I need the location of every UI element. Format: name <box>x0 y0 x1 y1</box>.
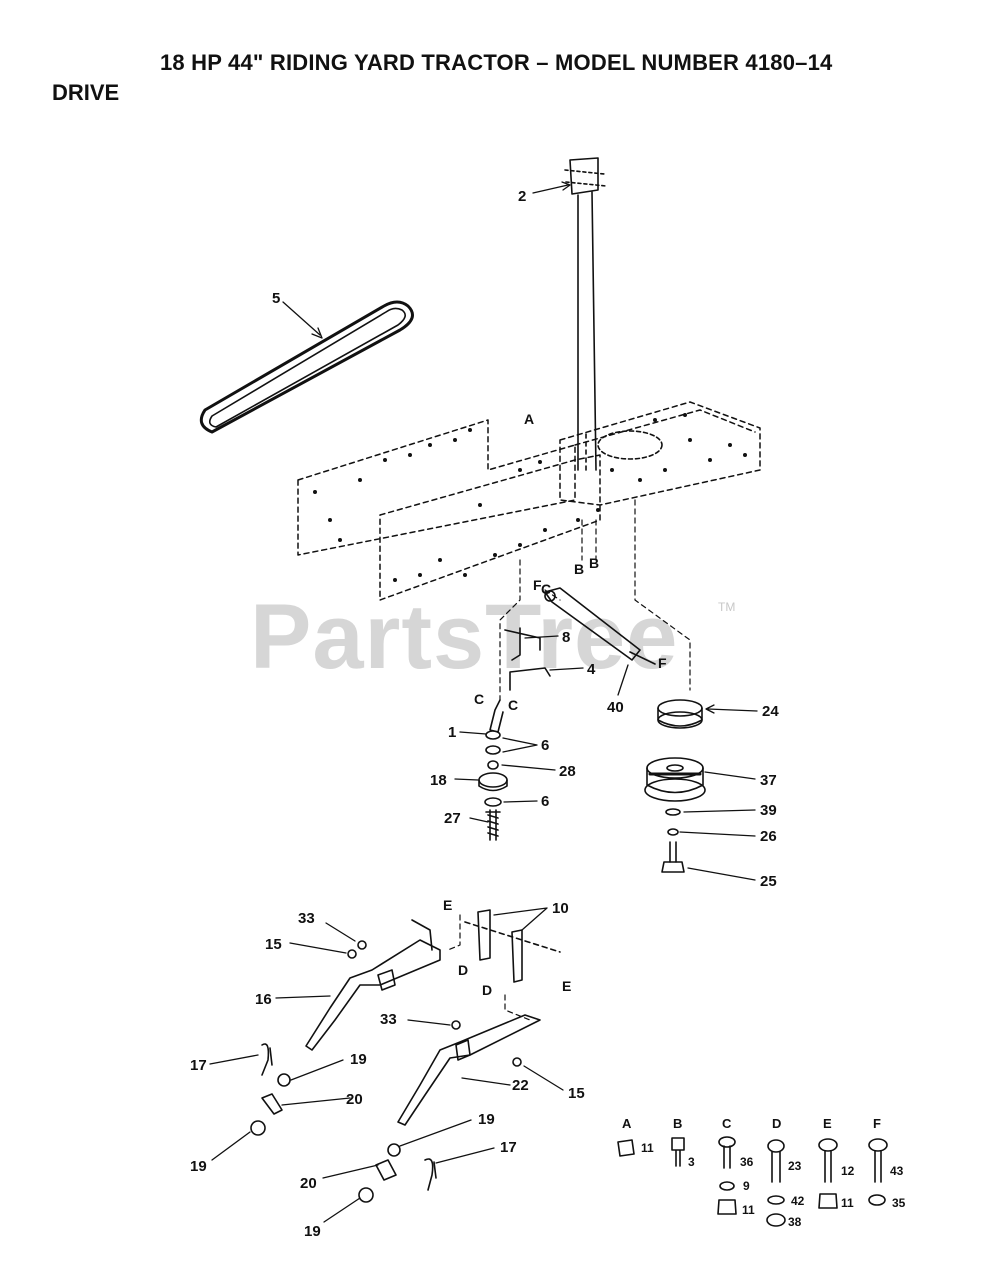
legend-f-part-2: 35 <box>892 1196 906 1210</box>
legend-letter-b: B <box>673 1116 682 1131</box>
callout-37: 37 <box>760 772 777 789</box>
ref-letter-b1: B <box>574 561 584 577</box>
ref-letter-e2: E <box>562 978 571 994</box>
callout-17b: 17 <box>500 1139 517 1156</box>
legend-a-part-1: 11 <box>641 1141 654 1155</box>
assembly-guide-lines <box>447 499 691 1021</box>
callout-33b: 33 <box>380 1011 397 1028</box>
callout-26: 26 <box>760 828 777 845</box>
callout-39: 39 <box>760 802 777 819</box>
leader-lines <box>209 181 758 1223</box>
callout-19b: 19 <box>478 1111 495 1128</box>
callout-28: 28 <box>559 763 576 780</box>
callout-20a: 20 <box>346 1091 363 1108</box>
callout-18: 18 <box>430 772 447 789</box>
ref-letter-a: A <box>524 411 534 427</box>
callout-15b: 15 <box>568 1085 585 1102</box>
spacer-washer-stack[interactable] <box>661 808 685 873</box>
ref-letter-c3: C <box>508 697 518 713</box>
ref-letter-e1: E <box>443 897 452 913</box>
clutch-pedal-22[interactable] <box>397 1014 541 1126</box>
ref-letter-f2: F <box>658 655 667 671</box>
legend-d-part-1: 23 <box>788 1159 802 1173</box>
callout-22: 22 <box>512 1077 529 1094</box>
legend-letter-a: A <box>622 1116 632 1131</box>
callout-1: 1 <box>448 724 456 741</box>
hardware-legend-icons <box>617 1136 888 1227</box>
bracket-4[interactable] <box>509 667 551 691</box>
callout-19c: 19 <box>190 1158 207 1175</box>
callout-15a: 15 <box>265 936 282 953</box>
idler-pulley-stack[interactable] <box>478 730 508 841</box>
callout-27: 27 <box>444 810 461 827</box>
hardware-legend: A 11 B 3 C 36 9 11 D 23 42 38 E 12 11 F … <box>622 1116 906 1229</box>
legend-c-part-3: 11 <box>742 1203 755 1217</box>
legend-c-part-2: 9 <box>743 1179 750 1193</box>
frame-holes <box>313 413 747 582</box>
callout-16: 16 <box>255 991 272 1008</box>
callout-25: 25 <box>760 873 777 890</box>
brace-10[interactable] <box>464 909 561 983</box>
legend-letter-e: E <box>823 1116 832 1131</box>
callout-6a: 6 <box>541 737 549 754</box>
frame-opening <box>597 430 663 460</box>
ref-letter-c2: C <box>474 691 484 707</box>
ref-letter-b2: B <box>589 555 599 571</box>
callout-19d: 19 <box>304 1223 321 1240</box>
tractor-frame <box>297 401 761 601</box>
callout-6b: 6 <box>541 793 549 810</box>
bracket-8[interactable] <box>504 627 541 661</box>
legend-e-part-2: 11 <box>841 1196 854 1210</box>
watermark-trademark: TM <box>718 600 736 614</box>
ref-letter-c1: C <box>541 581 551 597</box>
legend-e-part-1: 12 <box>841 1164 855 1178</box>
legend-f-part-1: 43 <box>890 1164 904 1178</box>
ref-letter-d2: D <box>482 982 492 998</box>
watermark-logo: PartsTree <box>250 586 679 688</box>
callout-4: 4 <box>587 661 596 678</box>
legend-d-part-2: 42 <box>791 1194 805 1208</box>
callout-17a: 17 <box>190 1057 207 1074</box>
small-hardware[interactable] <box>250 940 522 1203</box>
section-title: DRIVE <box>52 80 120 105</box>
clutch-pulley-37[interactable] <box>644 757 706 802</box>
engine-pulley-24[interactable] <box>657 699 703 729</box>
callout-labels: 2 5 8 4 40 24 1 6 28 18 6 27 37 39 26 25… <box>190 188 779 1240</box>
callout-24: 24 <box>762 703 779 720</box>
callout-2: 2 <box>518 188 526 205</box>
reference-letters: A B B F C C C F E E D D <box>443 411 667 998</box>
legend-letter-c: C <box>722 1116 732 1131</box>
callout-40: 40 <box>607 699 624 716</box>
callout-33a: 33 <box>298 910 315 927</box>
legend-b-part-1: 3 <box>688 1155 695 1169</box>
callout-19a: 19 <box>350 1051 367 1068</box>
ref-letter-f1: F <box>533 577 542 593</box>
legend-d-part-3: 38 <box>788 1215 802 1229</box>
legend-letter-d: D <box>772 1116 781 1131</box>
callout-10: 10 <box>552 900 569 917</box>
callout-8: 8 <box>562 629 570 646</box>
page-title: 18 HP 44" RIDING YARD TRACTOR – MODEL NU… <box>160 50 833 75</box>
legend-c-part-1: 36 <box>740 1155 754 1169</box>
callout-5: 5 <box>272 290 280 307</box>
ref-letter-d1: D <box>458 962 468 978</box>
brake-pedal-16[interactable] <box>305 919 441 1051</box>
callout-20b: 20 <box>300 1175 317 1192</box>
drive-belt[interactable] <box>199 300 414 434</box>
idler-rod-1[interactable] <box>489 699 504 733</box>
legend-letter-f: F <box>873 1116 881 1131</box>
steering-shaft[interactable] <box>564 157 607 471</box>
idler-arm[interactable] <box>544 587 656 665</box>
